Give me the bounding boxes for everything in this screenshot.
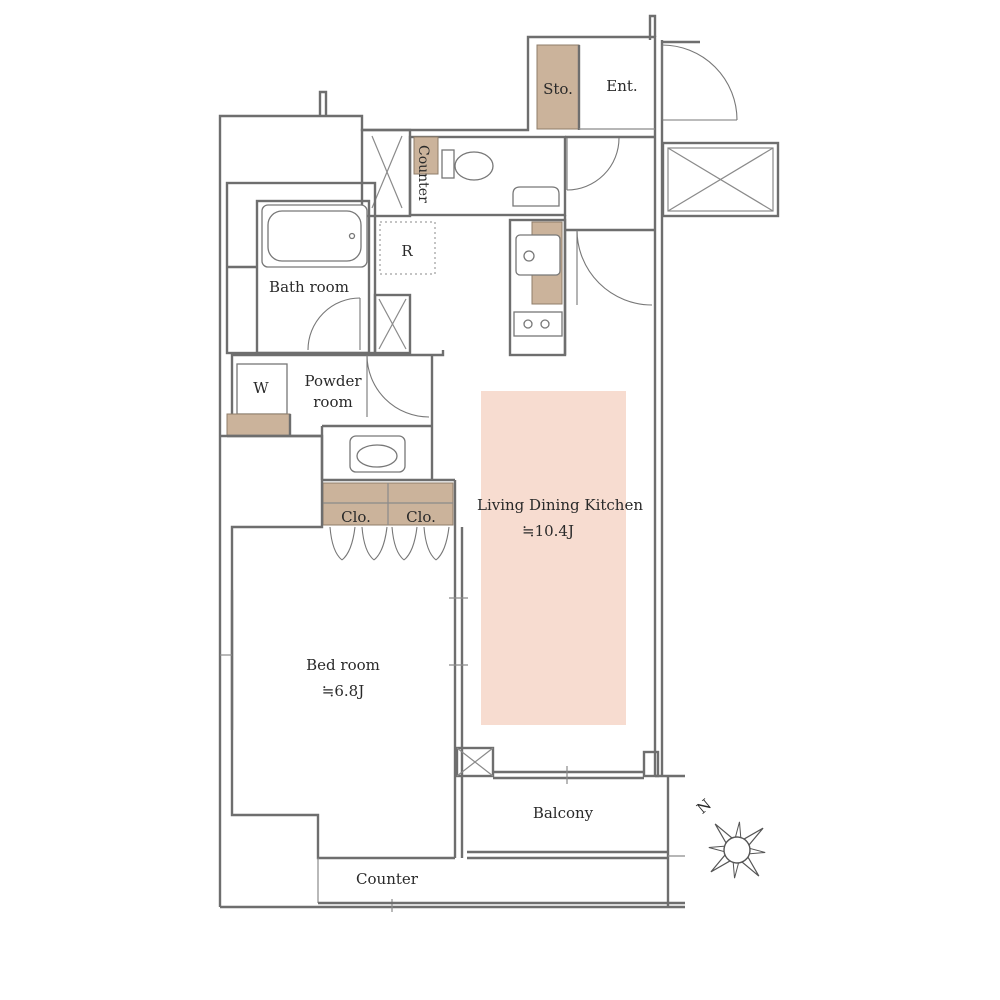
toilet-tank	[441, 149, 455, 179]
closets	[322, 482, 454, 561]
entrance-area	[536, 44, 738, 191]
storage-label: Sto.	[543, 80, 573, 98]
refrigerator-label: R	[401, 242, 413, 260]
ldk-floor-highlight	[481, 391, 626, 725]
stove	[513, 311, 563, 337]
refrigerator-zone	[379, 221, 436, 275]
washer-label: W	[253, 379, 269, 397]
powder-room	[226, 350, 455, 482]
closet-doors[interactable]	[329, 526, 450, 561]
closet-1-label: Clo.	[341, 508, 371, 526]
entrance-label: Ent.	[606, 77, 637, 95]
powder-room-label-1: Powder	[304, 372, 362, 390]
bedroom-name-label: Bed room	[306, 656, 380, 674]
storage-fill	[536, 44, 580, 130]
counter-bottom-label: Counter	[356, 870, 419, 888]
closet-2-label: Clo.	[406, 508, 436, 526]
toilet-zone	[360, 128, 567, 218]
powder-counter-fill	[226, 413, 291, 437]
meter-box	[661, 141, 780, 218]
kitchen	[508, 215, 655, 357]
kitchen-sink	[515, 234, 561, 276]
bath-door[interactable]	[307, 297, 361, 351]
toilet-sink	[512, 186, 560, 207]
entrance-door[interactable]	[661, 44, 738, 121]
bathroom	[225, 181, 412, 355]
counter-top-label: Counter	[415, 145, 431, 203]
north-compass-icon	[708, 821, 766, 879]
counter-fill	[413, 136, 439, 175]
powder-room-label-2: room	[313, 393, 352, 411]
ldk-size-label: ≒10.4J	[522, 522, 574, 540]
ldk-name-label: Living Dining Kitchen	[477, 496, 643, 514]
powder-door[interactable]	[366, 354, 430, 418]
compass-north-label: N	[693, 795, 715, 817]
bedroom-size-label: ≒6.8J	[322, 682, 364, 700]
toilet-door[interactable]	[566, 137, 620, 191]
ldk-balcony	[318, 480, 685, 912]
bedroom	[220, 434, 468, 903]
toilet-bowl	[454, 151, 494, 181]
bathroom-label: Bath room	[269, 278, 349, 296]
balcony-label: Balcony	[533, 804, 594, 822]
hall-door[interactable]	[576, 229, 653, 306]
